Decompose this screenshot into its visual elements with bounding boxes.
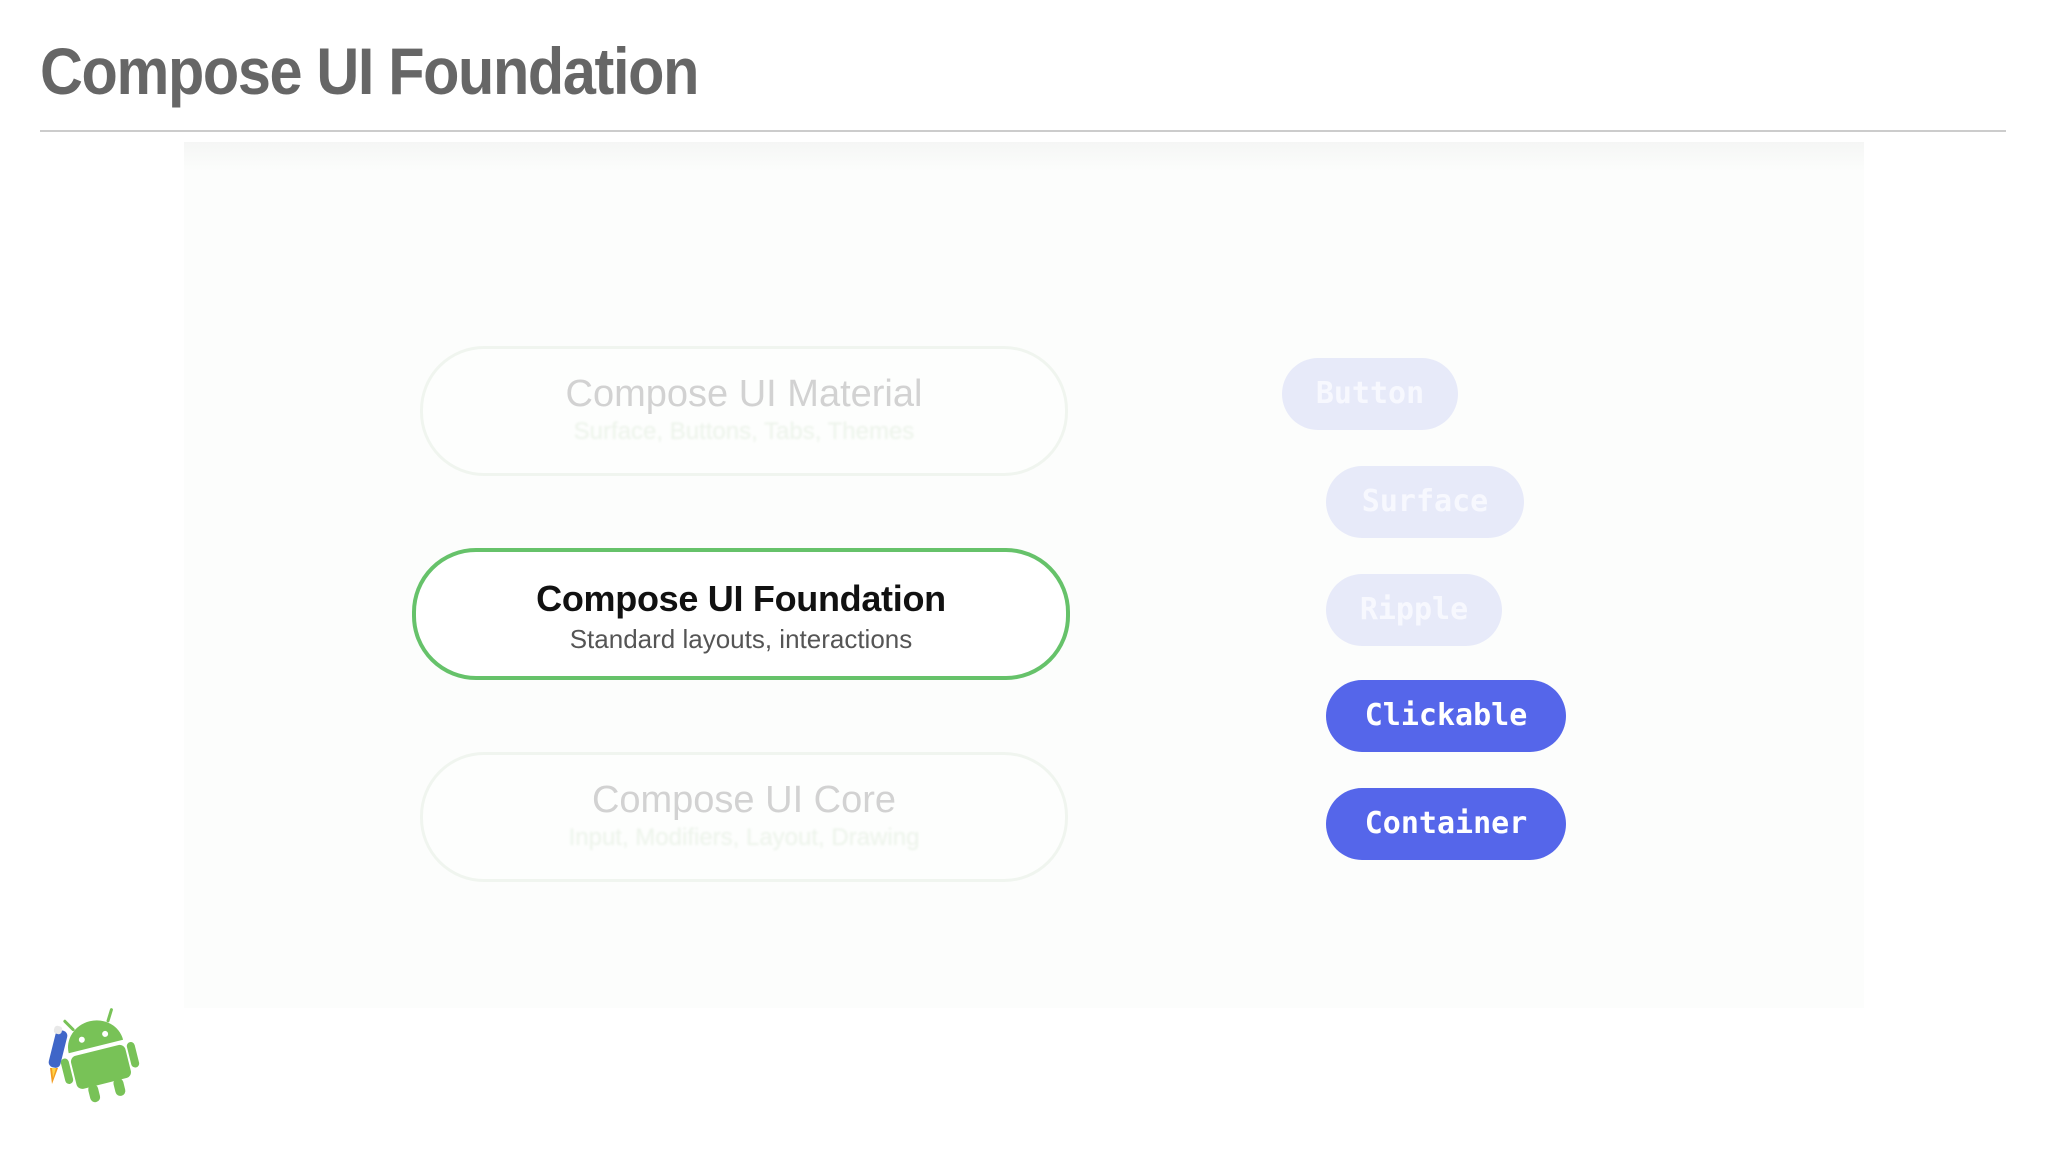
layer-core: Compose UI Core Input, Modifiers, Layout… [420, 752, 1068, 882]
layer-foundation: Compose UI Foundation Standard layouts, … [412, 548, 1070, 680]
chip-surface: Surface [1326, 466, 1524, 538]
layer-core-name: Compose UI Core [591, 779, 897, 821]
layer-foundation-name: Compose UI Foundation [536, 578, 946, 619]
chip-container: Container [1326, 788, 1566, 860]
layer-material-description: Surface, Buttons, Tabs, Themes [573, 418, 915, 445]
layer-core-description: Input, Modifiers, Layout, Drawing [568, 824, 920, 851]
chip-clickable: Clickable [1326, 680, 1566, 752]
android-jetpack-icon [48, 1008, 140, 1103]
layer-material: Compose UI Material Surface, Buttons, Ta… [420, 346, 1068, 476]
diagram-frame-edge [184, 142, 1864, 172]
page-title: Compose UI Foundation [40, 34, 699, 108]
layer-foundation-description: Standard layouts, interactions [569, 624, 913, 654]
title-divider [40, 130, 2006, 132]
chip-button: Button [1282, 358, 1458, 430]
layer-material-name: Compose UI Material [565, 373, 923, 415]
chip-ripple: Ripple [1326, 574, 1502, 646]
